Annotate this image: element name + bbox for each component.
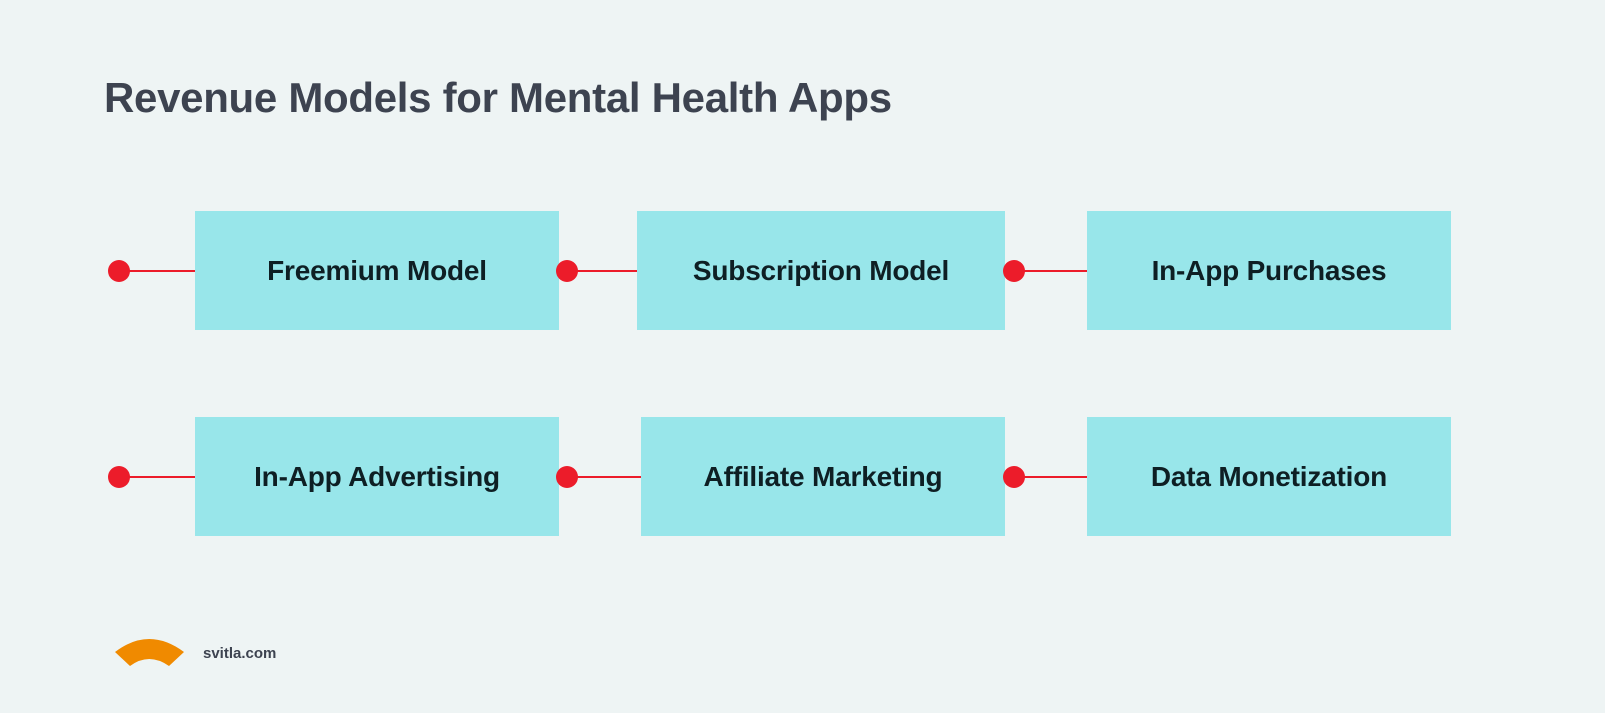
model-box-in-app-advertising: In-App Advertising xyxy=(195,417,559,536)
svitla-logo-icon xyxy=(115,639,184,666)
model-label: In-App Purchases xyxy=(1151,254,1387,286)
connector-line xyxy=(119,270,195,272)
model-label: Subscription Model xyxy=(692,254,950,286)
model-box-data-monetization: Data Monetization xyxy=(1087,417,1451,536)
connector-line xyxy=(567,476,641,478)
connector-line xyxy=(119,476,195,478)
model-box-in-app-purchases: In-App Purchases xyxy=(1087,211,1451,330)
page-title: Revenue Models for Mental Health Apps xyxy=(104,74,892,121)
model-label: Freemium Model xyxy=(267,254,487,286)
connector-line xyxy=(1014,476,1087,478)
model-box-freemium: Freemium Model xyxy=(195,211,559,330)
connector-line xyxy=(1014,270,1087,272)
model-label: Affiliate Marketing xyxy=(703,460,943,492)
model-label: Data Monetization xyxy=(1150,460,1388,492)
site-link[interactable]: svitla.com xyxy=(203,645,277,662)
model-box-subscription: Subscription Model xyxy=(637,211,1005,330)
model-label: In-App Advertising xyxy=(254,460,500,492)
connector-line xyxy=(567,270,637,272)
model-box-affiliate-marketing: Affiliate Marketing xyxy=(641,417,1005,536)
